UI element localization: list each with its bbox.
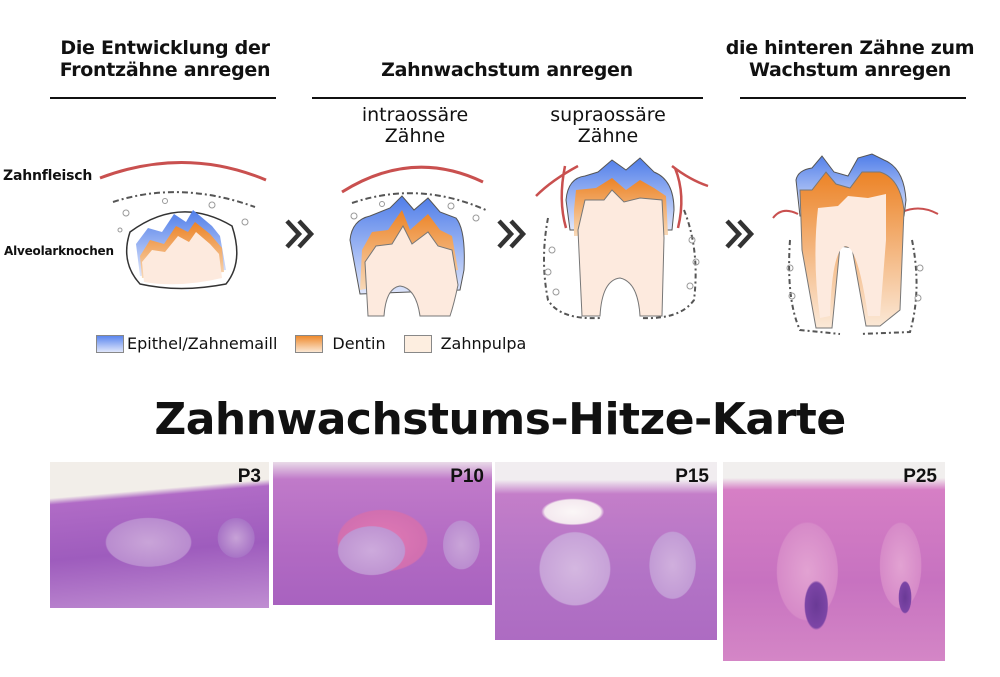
panel-tag-p3: P3 [237, 466, 261, 487]
divider-growth [312, 97, 703, 99]
tooth-development-diagram [99, 153, 939, 335]
legend-label-enamel: Epithel/Zahnemaill [127, 334, 278, 353]
stage1-tooth-bud [99, 161, 267, 290]
stage-intraosseous-line1: intraossäre [361, 104, 469, 126]
divider-back [740, 97, 966, 99]
stage3-supraosseous-tooth [535, 157, 709, 320]
header-front-teeth-line1: Die Entwicklung der [60, 37, 270, 59]
double-chevron-right-icon [285, 219, 315, 249]
stage4-erupted-molar [772, 153, 939, 335]
histology-panel-p3: P3 [50, 462, 269, 608]
stage-supraosseous-line2: Zähne [577, 125, 639, 147]
double-chevron-right-icon [497, 219, 527, 249]
header-back-teeth: die hinteren Zähne zum Wachstum anregen [700, 37, 1000, 81]
double-chevron-right-icon [725, 219, 755, 249]
panel-tag-p25: P25 [903, 466, 937, 487]
header-growth: Zahnwachstum anregen [381, 59, 633, 81]
legend-item-pulp: Zahnpulpa [403, 334, 527, 353]
histology-panel-p10: P10 [273, 462, 492, 605]
dentin-swatch [295, 334, 324, 353]
histology-panel-p25: P25 [723, 462, 945, 661]
stage-intraosseous-line2: Zähne [384, 125, 446, 147]
stage-supraosseous-label: supraossäre Zähne [528, 105, 688, 147]
divider-front [50, 97, 276, 99]
stage-supraosseous-line1: supraossäre [550, 104, 666, 126]
panel-tag-p10: P10 [450, 466, 484, 487]
heatmap-title: Zahnwachstums-Hitze-Karte [154, 394, 846, 445]
gum-label: Zahnfleisch [3, 168, 93, 184]
pulp-swatch [403, 334, 432, 353]
legend-item-enamel: Epithel/Zahnemaill [96, 334, 277, 353]
header-front-teeth: Die Entwicklung der Frontzähne anregen [40, 37, 290, 81]
alveolar-bone-label: Alveolarknochen [4, 244, 114, 258]
panel-tag-p15: P15 [675, 466, 709, 487]
header-front-teeth-line2: Frontzähne anregen [59, 59, 271, 81]
histology-panel-p15: P15 [495, 462, 717, 640]
enamel-swatch [96, 334, 124, 353]
stage-intraosseous-label: intraossäre Zähne [340, 105, 490, 147]
legend-label-dentin: Dentin [332, 334, 386, 353]
header-back-teeth-line2: Wachstum anregen [748, 59, 952, 81]
stage2-intraosseous-tooth [341, 165, 489, 317]
header-back-teeth-line1: die hinteren Zähne zum [725, 37, 975, 59]
legend-label-pulp: Zahnpulpa [440, 334, 527, 353]
legend-item-dentin: Dentin [295, 334, 386, 353]
legend: Epithel/Zahnemaill Dentin Zahnpulpa [96, 334, 544, 353]
